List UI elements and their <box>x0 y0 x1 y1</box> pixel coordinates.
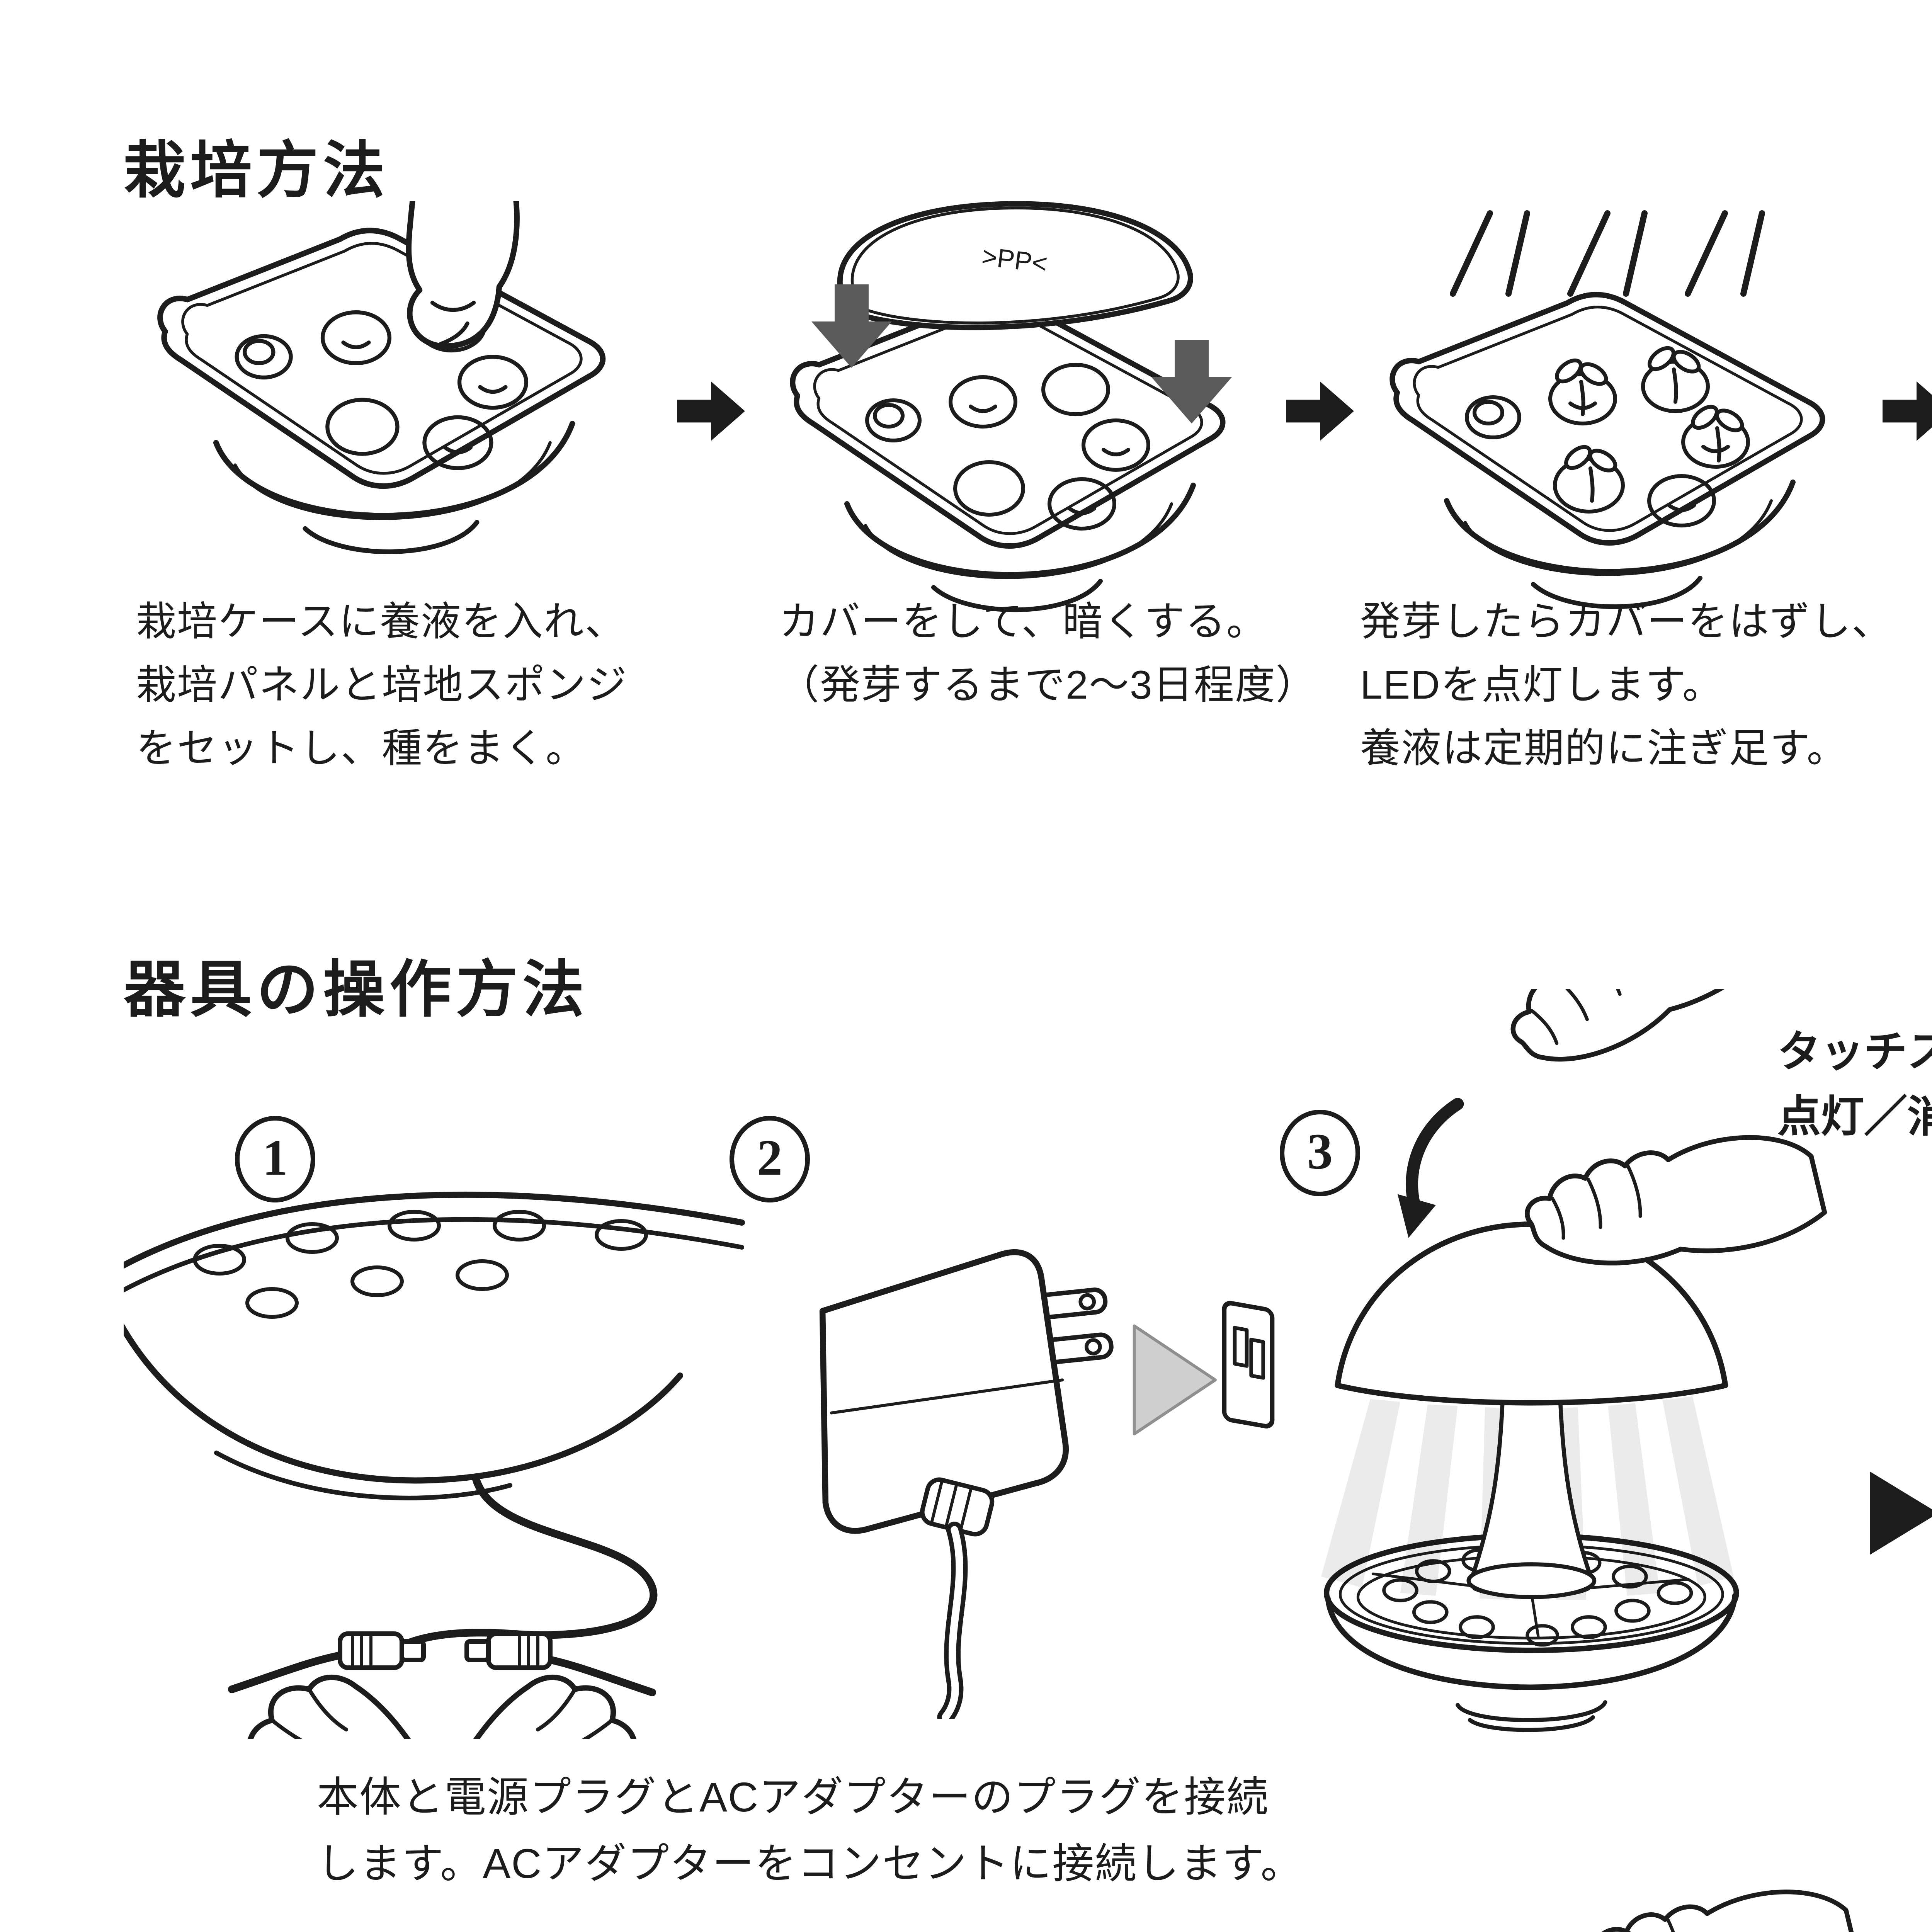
step1-caption: 栽培ケースに養液を入れ、 栽培パネルと培地スポンジ をセットし、種をまく。 <box>136 598 628 771</box>
step2-caption: カバーをして、暗くする。 （発芽するまで2〜3日程度） <box>779 598 1317 708</box>
outlet-icon <box>1222 1301 1275 1429</box>
plug-connect-illustration <box>124 1191 745 1739</box>
section2-title: 器具の操作方法 <box>124 957 589 1025</box>
step3-caption: 発芽したらカバーをはずし、 LEDを点灯します。 養液は定期的に注ぎ足す。 <box>1360 598 1893 771</box>
connect-instructions: 本体と電源プラグとACアダプターのプラグを接続 します。ACアダプターをコンセン… <box>317 1774 1303 1887</box>
touch-switch-label: タッチスイッチ 点灯／消灯 <box>1777 1028 1932 1141</box>
step-arrow-icon <box>1883 381 1932 441</box>
step-arrow-icon <box>677 381 745 441</box>
lamp-toggle-arrow-icon <box>1870 1471 1932 1555</box>
section1-title: 栽培方法 <box>124 138 389 206</box>
dimming-lamp-illustration <box>1306 1862 1893 1932</box>
seed-tray-illustration <box>121 201 662 583</box>
step-arrow-icon <box>1286 381 1354 441</box>
ac-adapter-illustration <box>819 1249 1275 1719</box>
timer-lamp-illustration <box>124 1917 634 1932</box>
insert-arrow-icon <box>1133 1324 1217 1435</box>
sprout-tray-illustration <box>1354 210 1873 609</box>
cover-tray-illustration: >PP< <box>754 189 1232 618</box>
